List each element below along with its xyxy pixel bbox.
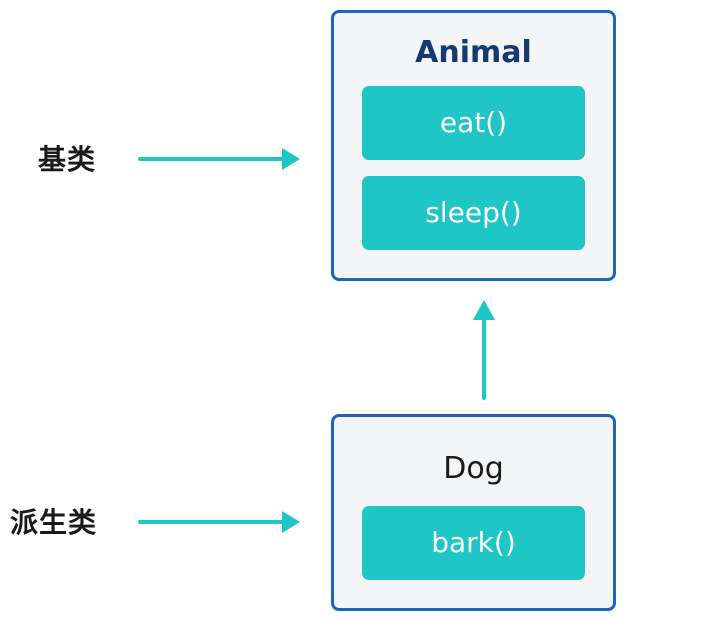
derived-class-label: 派生类 (10, 506, 98, 539)
eat-method: eat() (362, 86, 585, 160)
arrow-head (473, 300, 495, 320)
dog-class-box: Dog bark() (331, 414, 616, 611)
dog-class-title: Dog (443, 451, 504, 486)
bark-method: bark() (362, 506, 585, 580)
base-class-label: 基类 (38, 143, 97, 176)
animal-class-title: Animal (415, 35, 532, 70)
sleep-method: sleep() (362, 176, 585, 250)
right-arrow-icon (138, 148, 300, 170)
animal-class-box: Animal eat() sleep() (331, 10, 616, 281)
right-arrow-icon (138, 511, 300, 533)
arrow-head (282, 511, 300, 533)
up-arrow-icon (473, 300, 495, 400)
arrow-head (282, 148, 300, 170)
